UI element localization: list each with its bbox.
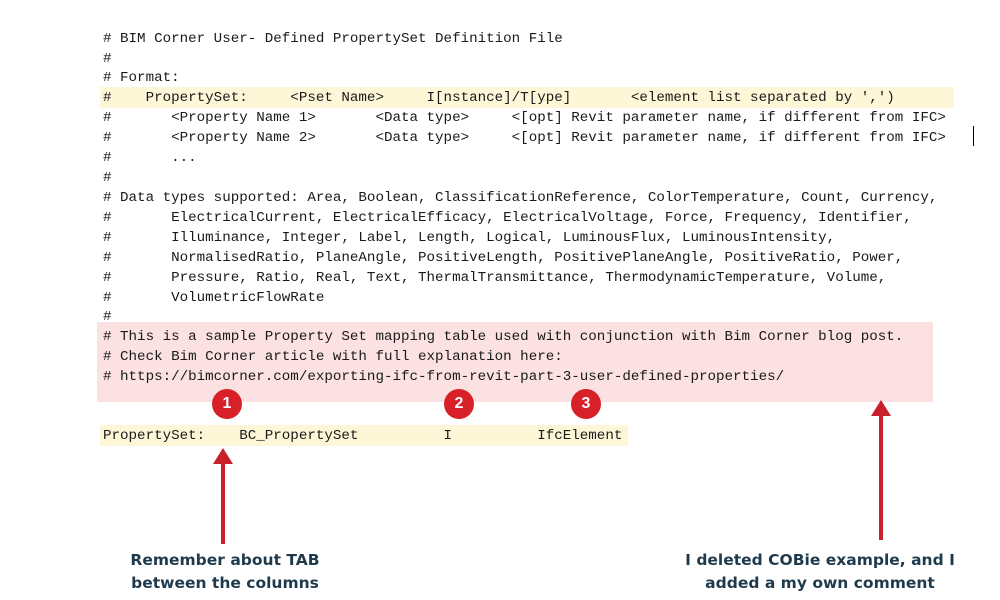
file-line: # Format: [103, 70, 180, 86]
arrow-up-right-icon [871, 400, 891, 540]
caption-left-line: between the columns [131, 574, 319, 592]
file-line: # <Property Name 1> <Data type> <[opt] R… [103, 110, 946, 126]
caption-right-line: added a my own comment [705, 574, 935, 592]
file-line: # https://bimcorner.com/exporting-ifc-fr… [103, 369, 785, 385]
propertyset-line: PropertySet: BC_PropertySet I IfcElement [103, 428, 623, 444]
file-line: # ... [103, 150, 197, 166]
caption-left-line: Remember about TAB [130, 551, 320, 569]
text-cursor [973, 126, 974, 146]
file-line: # Illuminance, Integer, Label, Length, L… [103, 230, 836, 246]
propertyset-line-highlight [100, 425, 628, 446]
file-line: # ElectricalCurrent, ElectricalEfficacy,… [103, 210, 912, 226]
file-line: # Data types supported: Area, Boolean, C… [103, 190, 938, 206]
file-line: # <Property Name 2> <Data type> <[opt] R… [103, 130, 946, 146]
arrow-up-left-icon [213, 448, 233, 544]
caption-right-line: I deleted COBie example, and I [685, 551, 955, 569]
file-line: # BIM Corner User- Defined PropertySet D… [103, 31, 563, 47]
badge-2: 2 [444, 389, 474, 419]
caption-right: I deleted COBie example, and I added a m… [655, 549, 985, 595]
file-line: # [103, 51, 112, 67]
badge-3: 3 [571, 389, 601, 419]
comment-block-highlight [97, 322, 933, 402]
format-line-highlight [100, 87, 954, 108]
file-line: # Pressure, Ratio, Real, Text, ThermalTr… [103, 270, 887, 286]
file-line: # This is a sample Property Set mapping … [103, 329, 904, 345]
file-line: # VolumetricFlowRate [103, 290, 325, 306]
file-line: # PropertySet: <Pset Name> I[nstance]/T[… [103, 90, 895, 106]
file-line: # NormalisedRatio, PlaneAngle, PositiveL… [103, 250, 904, 266]
badge-1: 1 [212, 389, 242, 419]
file-line: # Check Bim Corner article with full exp… [103, 349, 563, 365]
file-line: # [103, 309, 112, 325]
caption-left: Remember about TAB between the columns [90, 549, 360, 595]
file-line: # [103, 170, 112, 186]
